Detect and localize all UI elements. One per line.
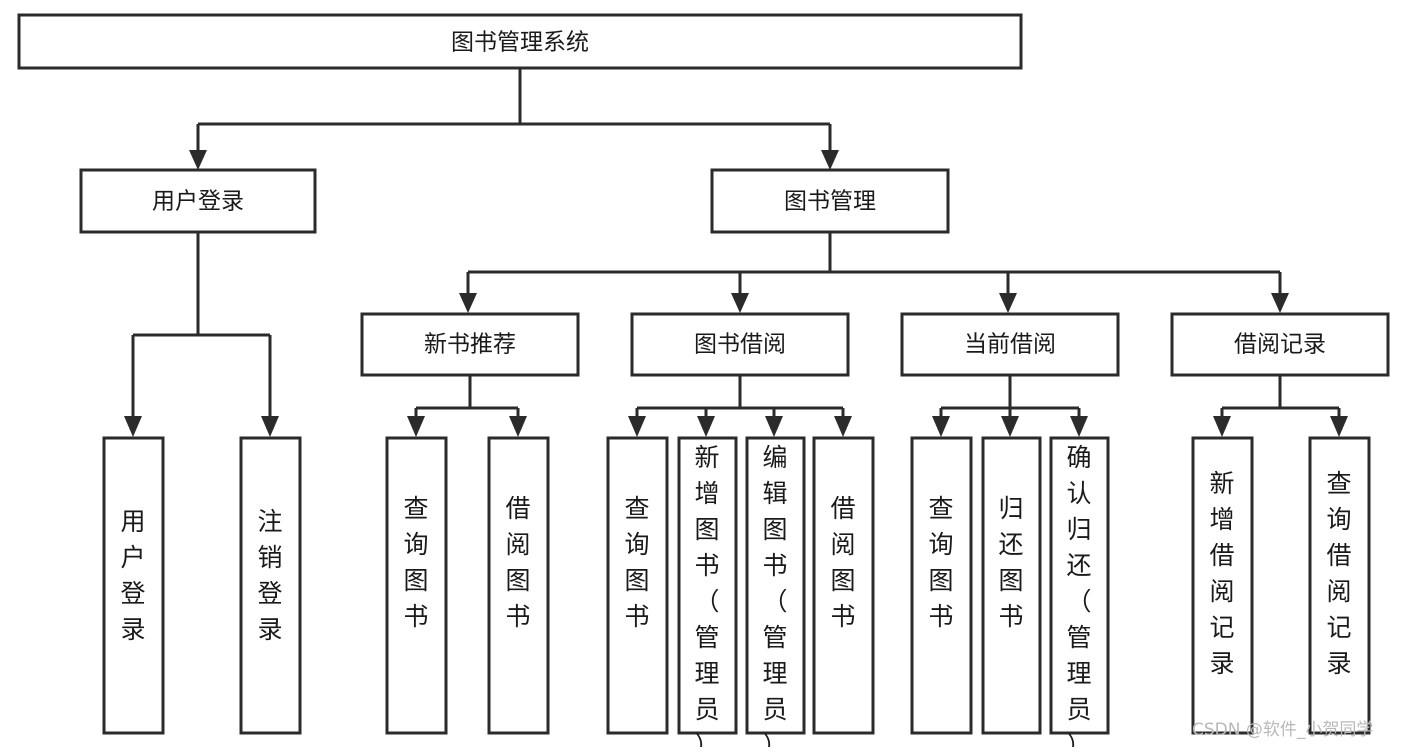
- leaf-bb-borrow-book[interactable]: 借阅图书: [812, 436, 875, 735]
- arrow-head-leaf-logout: [261, 416, 279, 437]
- node-book-manage-label: 图书管理: [784, 189, 876, 215]
- leaf-logout[interactable]: 注销登录: [239, 436, 302, 735]
- node-current-borrow-box[interactable]: [900, 312, 1120, 377]
- node-borrow-record-label: 借阅记录: [1234, 332, 1326, 358]
- arrow-head-user-login: [189, 150, 207, 170]
- leaf-cb-confirm-return-box[interactable]: [1049, 436, 1110, 735]
- arrow-head-borrow-record: [1271, 293, 1289, 313]
- leaf-bb-edit-book-box[interactable]: [745, 436, 806, 735]
- arrow-head-new-book: [459, 293, 477, 313]
- leaf-bb-query-book-box[interactable]: [606, 436, 669, 735]
- leaf-user-login-box[interactable]: [102, 436, 165, 735]
- arrow-head-current-borrow: [999, 293, 1017, 313]
- node-book-borrow-label: 图书借阅: [694, 332, 786, 358]
- arrow-head-book-borrow: [731, 293, 749, 313]
- leaf-cb-query-book-label: 查询图书: [928, 494, 953, 631]
- leaf-cb-query-book[interactable]: 查询图书: [910, 436, 973, 735]
- leaf-bb-edit-book[interactable]: 编辑图书（管理员）: [745, 436, 806, 751]
- leaf-br-add-record-box[interactable]: [1191, 436, 1254, 735]
- arrow-head-br-leaf2: [1330, 416, 1348, 437]
- node-root-label: 图书管理系统: [451, 30, 589, 56]
- node-user-login-label: 用户登录: [152, 189, 244, 215]
- leaf-nb-query-book[interactable]: 查询图书: [385, 436, 448, 735]
- node-borrow-record-box[interactable]: [1170, 312, 1390, 377]
- leaf-bb-query-book-label: 查询图书: [624, 494, 649, 631]
- leaf-nb-borrow-book-box[interactable]: [487, 436, 550, 735]
- node-new-book-recommend[interactable]: 新书推荐: [360, 312, 580, 377]
- connectors-group: [124, 68, 1348, 437]
- arrow-head-cb-leaf1: [932, 416, 950, 437]
- leaf-cb-return-book[interactable]: 归还图书: [981, 436, 1042, 735]
- node-book-manage[interactable]: 图书管理: [710, 168, 950, 234]
- node-book-borrow[interactable]: 图书借阅: [630, 312, 850, 377]
- node-new-book-recommend-label: 新书推荐: [424, 332, 516, 358]
- arrow-head-book-manage: [821, 150, 839, 170]
- leaf-bb-borrow-book-box[interactable]: [812, 436, 875, 735]
- leaf-logout-box[interactable]: [239, 436, 302, 735]
- arrow-head-bb-leaf2: [697, 416, 715, 437]
- leaf-br-query-record[interactable]: 查询借阅记录: [1308, 436, 1371, 735]
- leaf-cb-confirm-return[interactable]: 确认归还（管理员）: [1049, 436, 1110, 751]
- node-book-borrow-box[interactable]: [630, 312, 850, 377]
- leaf-nb-borrow-book[interactable]: 借阅图书: [487, 436, 550, 735]
- leaf-br-add-record[interactable]: 新增借阅记录: [1191, 436, 1254, 735]
- arrow-head-leaf-user-login: [124, 416, 142, 437]
- node-root-box[interactable]: [17, 13, 1023, 70]
- node-current-borrow-label: 当前借阅: [964, 332, 1056, 358]
- arrow-head-br-leaf1: [1213, 416, 1231, 437]
- leaf-logout-label: 注销登录: [257, 507, 282, 644]
- arrow-head-nb-leaf2: [509, 416, 527, 437]
- node-current-borrow[interactable]: 当前借阅: [900, 312, 1120, 377]
- arrow-head-cb-leaf3: [1070, 416, 1088, 437]
- leaf-cb-return-book-label: 归还图书: [998, 494, 1023, 631]
- leaf-bb-add-book-box[interactable]: [677, 436, 738, 735]
- leaf-user-login[interactable]: 用户登录: [102, 436, 165, 735]
- arrow-head-bb-leaf1: [628, 416, 646, 437]
- leaf-cb-query-book-box[interactable]: [910, 436, 973, 735]
- leaf-nb-query-book-box[interactable]: [385, 436, 448, 735]
- node-new-book-recommend-box[interactable]: [360, 312, 580, 377]
- leaf-bb-add-book-label: 新增图书（管理员）: [694, 443, 719, 747]
- node-user-login-box[interactable]: [79, 168, 317, 234]
- leaf-nb-borrow-book-label: 借阅图书: [505, 494, 530, 631]
- leaf-br-query-record-label: 查询借阅记录: [1326, 469, 1351, 678]
- csdn-watermark: CSDN @软件_小贺同学: [1192, 720, 1373, 740]
- node-root[interactable]: 图书管理系统: [17, 13, 1023, 70]
- leaf-cb-return-book-box[interactable]: [981, 436, 1042, 735]
- leaf-bb-borrow-book-label: 借阅图书: [830, 494, 855, 631]
- arrow-head-bb-leaf3: [765, 416, 783, 437]
- arrow-head-nb-leaf1: [407, 416, 425, 437]
- leaf-nb-query-book-label: 查询图书: [403, 494, 428, 631]
- leaf-cb-confirm-return-label: 确认归还（管理员）: [1066, 443, 1091, 747]
- leaf-bb-query-book[interactable]: 查询图书: [606, 436, 669, 735]
- leaf-bb-add-book[interactable]: 新增图书（管理员）: [677, 436, 738, 751]
- node-book-manage-box[interactable]: [710, 168, 950, 234]
- leaf-br-query-record-box[interactable]: [1308, 436, 1371, 735]
- leaf-bb-edit-book-label: 编辑图书（管理员）: [762, 443, 787, 747]
- node-user-login[interactable]: 用户登录: [79, 168, 317, 234]
- arrow-head-bb-leaf4: [834, 416, 852, 437]
- node-borrow-record[interactable]: 借阅记录: [1170, 312, 1390, 377]
- leaf-br-add-record-label: 新增借阅记录: [1209, 469, 1234, 678]
- arrow-head-cb-leaf2: [1001, 416, 1019, 437]
- leaf-user-login-label: 用户登录: [120, 507, 145, 644]
